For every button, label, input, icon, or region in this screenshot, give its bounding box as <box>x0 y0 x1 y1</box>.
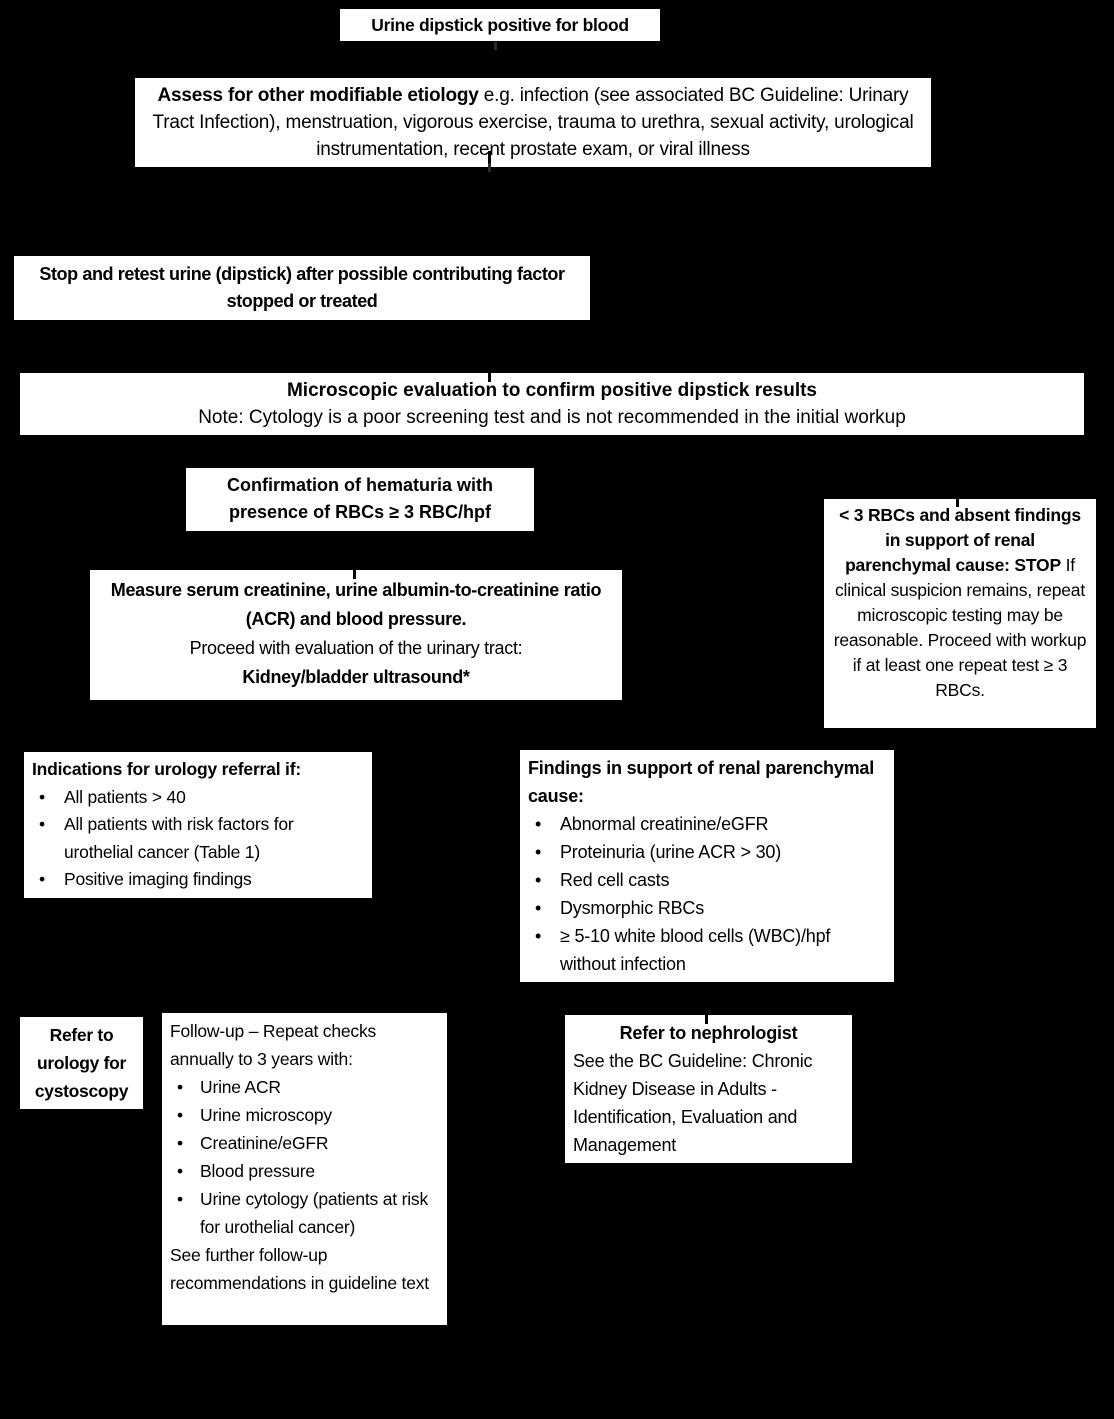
rbc-stop-bold-lead: < 3 RBCs and absent findings in support … <box>839 505 1081 575</box>
refer-nephrologist-body: See the BC Guideline: Chronic Kidney Dis… <box>573 1051 813 1155</box>
bullet-item: Urine ACR <box>170 1073 439 1101</box>
urology-indications-list: All patients > 40All patients with risk … <box>32 784 364 894</box>
box-less-than-3-rbcs-stop: < 3 RBCs and absent findings in support … <box>824 499 1096 728</box>
box-confirmation-hematuria: Confirmation of hematuria with presence … <box>186 468 534 531</box>
box-microscopic-evaluation: Microscopic evaluation to confirm positi… <box>20 373 1084 435</box>
urology-indications-title: Indications for urology referral if: <box>32 759 301 779</box>
microscopic-note: Note: Cytology is a poor screening test … <box>198 407 906 428</box>
box-urine-dipstick-positive: Urine dipstick positive for blood <box>340 9 660 41</box>
follow-up-outro: See further follow-up recommendations in… <box>170 1245 429 1293</box>
renal-findings-title: Findings in support of renal parenchymal… <box>528 758 875 806</box>
arrow-remnant-icon <box>488 151 491 163</box>
bullet-item: Red cell casts <box>528 866 886 894</box>
arrow-remnant-icon <box>705 1015 708 1024</box>
rbc-stop-body-text: If clinical suspicion remains, repeat mi… <box>833 555 1087 700</box>
box-refer-urology-cystoscopy: Refer to urology for cystoscopy <box>20 1017 143 1109</box>
microscopic-title: Microscopic evaluation to confirm positi… <box>286 380 817 401</box>
assess-body-text: e.g. infection (see associated BC Guidel… <box>152 85 914 160</box>
arrow-remnant-icon <box>353 570 356 579</box>
arrow-remnant-icon <box>488 373 491 382</box>
box-renal-parenchymal-findings: Findings in support of renal parenchymal… <box>520 750 894 982</box>
arrow-remnant-icon <box>488 163 491 172</box>
follow-up-intro: Follow-up – Repeat checks annually to 3 … <box>170 1021 377 1069</box>
bullet-item: All patients with risk factors for uroth… <box>32 811 364 866</box>
bullet-item: ≥ 5-10 white blood cells (WBC)/hpf witho… <box>528 922 886 978</box>
bullet-item: Urine microscopy <box>170 1101 439 1129</box>
bullet-item: Creatinine/eGFR <box>170 1129 439 1157</box>
bullet-item: Proteinuria (urine ACR > 30) <box>528 838 886 866</box>
bullet-item: Dysmorphic RBCs <box>528 894 886 922</box>
refer-nephrologist-title: Refer to nephrologist <box>619 1023 798 1043</box>
measure-ultrasound-line: Kidney/bladder ultrasound* <box>242 667 470 687</box>
box-measure-creatinine-acr: Measure serum creatinine, urine albumin-… <box>90 570 622 700</box>
measure-bold-intro: Measure serum creatinine, urine albumin-… <box>110 580 602 629</box>
bullet-item: Urine cytology (patients at risk for uro… <box>170 1185 439 1241</box>
bullet-item: Positive imaging findings <box>32 866 364 894</box>
renal-findings-list: Abnormal creatinine/eGFRProteinuria (uri… <box>528 810 886 978</box>
bullet-item: Blood pressure <box>170 1157 439 1185</box>
box-follow-up-repeat-checks: Follow-up – Repeat checks annually to 3 … <box>162 1013 447 1325</box>
follow-up-list: Urine ACRUrine microscopyCreatinine/eGFR… <box>170 1073 439 1241</box>
box-refer-nephrologist: Refer to nephrologist See the BC Guideli… <box>565 1015 852 1163</box>
box-urology-referral-indications: Indications for urology referral if: All… <box>24 752 372 898</box>
box-stop-and-retest: Stop and retest urine (dipstick) after p… <box>14 256 590 320</box>
box-assess-modifiable-etiology: Assess for other modifiable etiology e.g… <box>135 78 931 167</box>
arrow-remnant-icon <box>956 499 959 507</box>
bullet-item: Abnormal creatinine/eGFR <box>528 810 886 838</box>
bullet-item: All patients > 40 <box>32 784 364 812</box>
arrow-remnant-icon <box>494 42 497 50</box>
measure-regular-line: Proceed with evaluation of the urinary t… <box>189 638 523 658</box>
assess-bold-lead: Assess for other modifiable etiology <box>157 85 479 106</box>
